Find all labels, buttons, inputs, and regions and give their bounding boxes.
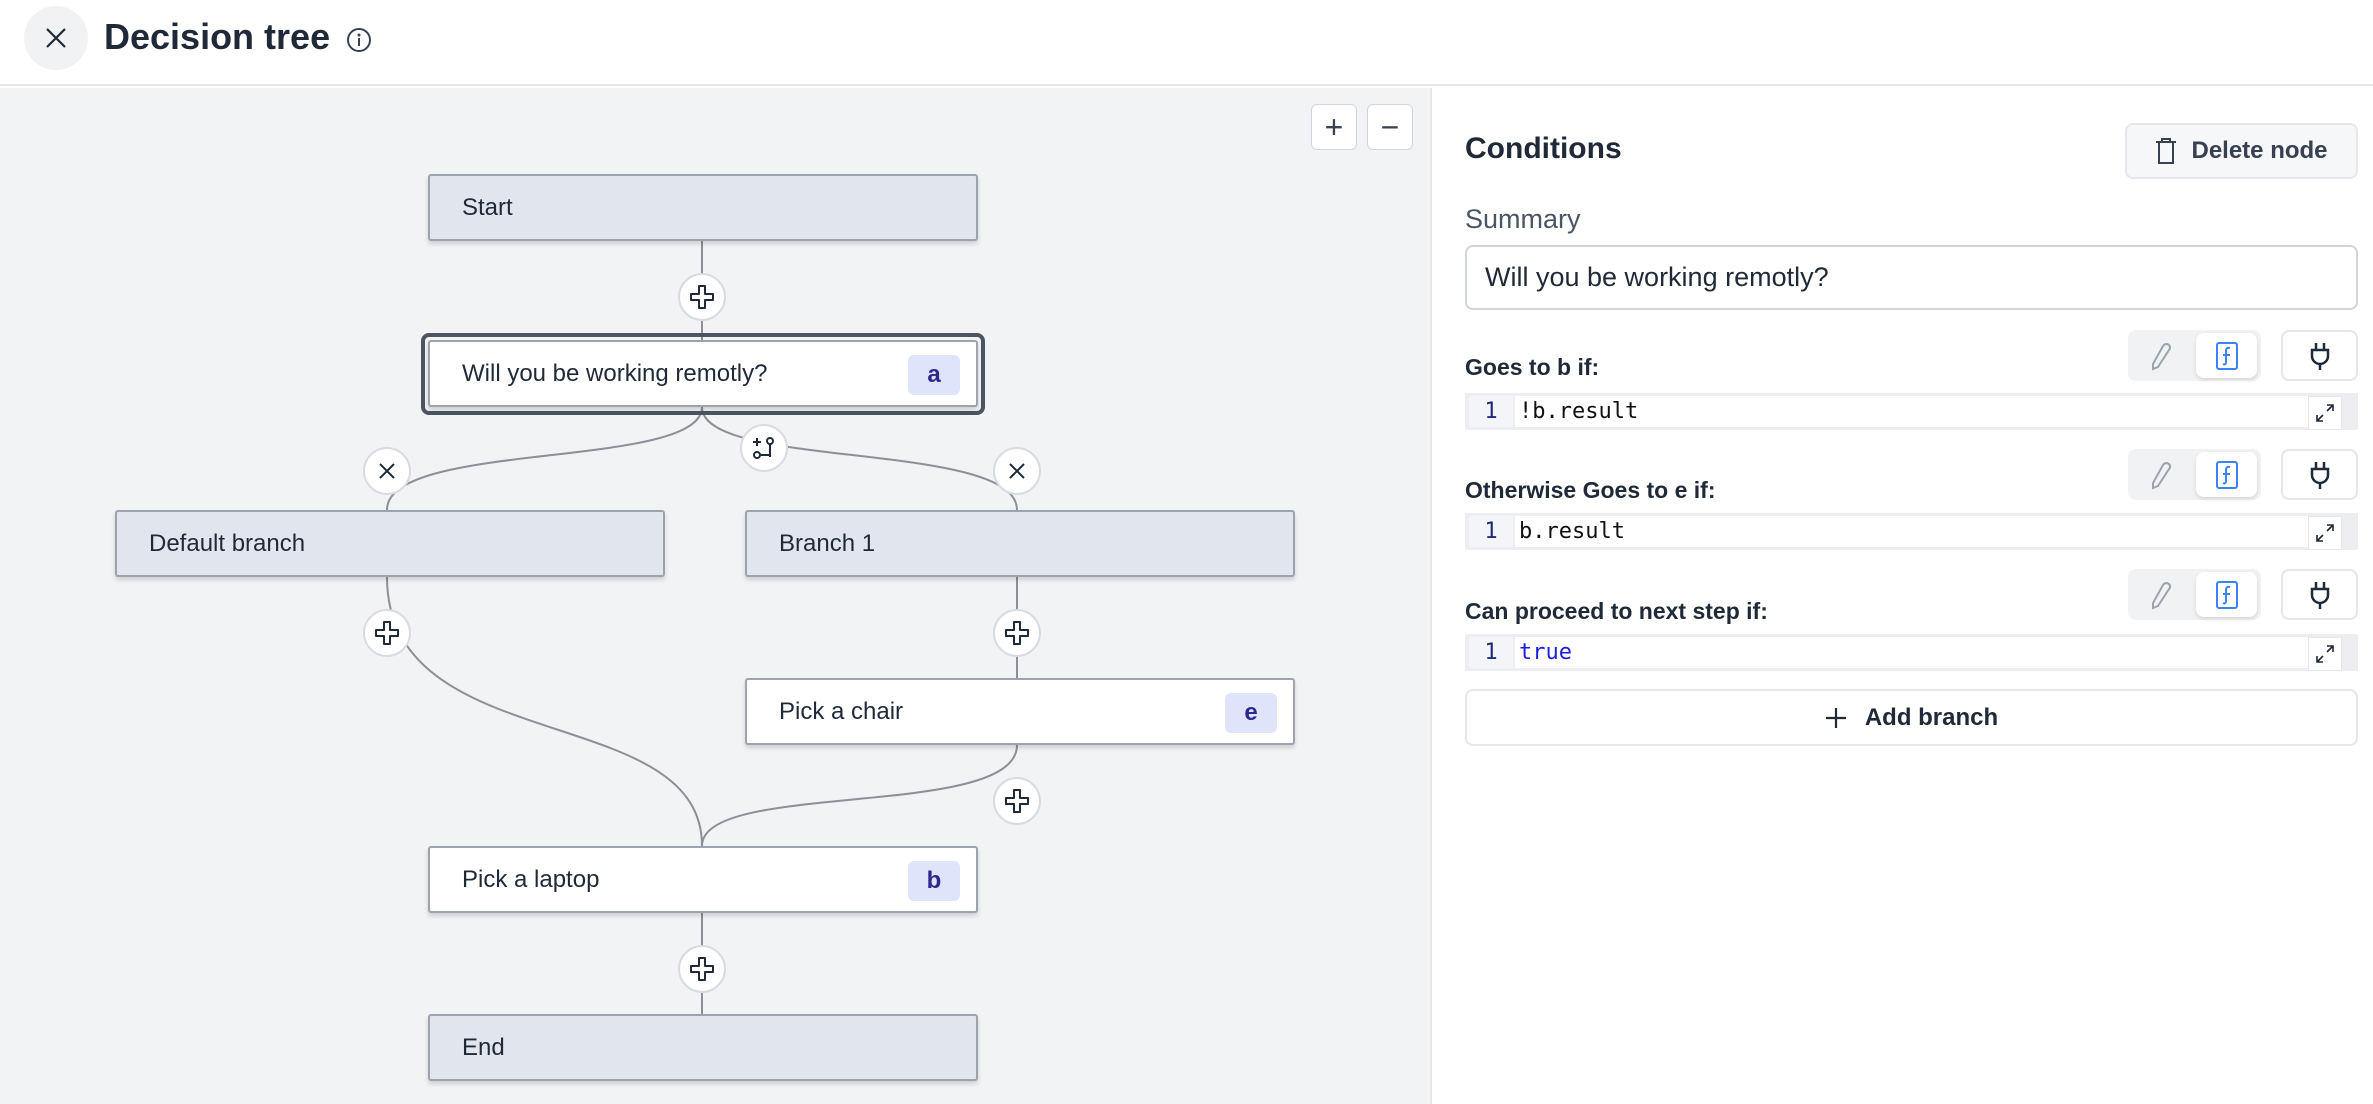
- close-icon: [379, 463, 395, 479]
- edit-mode-button[interactable]: [2132, 334, 2190, 377]
- expand-button[interactable]: [2308, 516, 2342, 550]
- node-label: Pick a laptop: [462, 865, 600, 893]
- summary-label: Summary: [1465, 204, 1581, 234]
- plug-icon: [2310, 461, 2329, 489]
- line-number: 1: [1469, 396, 1513, 427]
- node-badge: e: [1225, 693, 1277, 733]
- pencil-icon: [2152, 461, 2172, 489]
- panel-title: Conditions: [1465, 132, 1622, 165]
- add-step-button[interactable]: [678, 945, 726, 993]
- node-label: End: [462, 1033, 505, 1061]
- plus-icon: [1005, 621, 1029, 645]
- conditions-panel: Conditions Delete node Summary Goes to b…: [1434, 88, 2373, 1104]
- pencil-icon: [2152, 581, 2172, 609]
- node-label: Pick a chair: [779, 697, 904, 725]
- add-step-button[interactable]: [993, 777, 1041, 825]
- code-text[interactable]: true: [1515, 637, 2338, 668]
- connect-button[interactable]: [2281, 569, 2358, 620]
- info-icon[interactable]: [346, 27, 372, 53]
- plug-icon: [2310, 342, 2329, 370]
- node-pick-laptop[interactable]: Pick a laptop b: [428, 846, 978, 913]
- function-icon: [2215, 460, 2238, 489]
- add-step-button[interactable]: [993, 609, 1041, 657]
- plus-icon: [690, 285, 714, 309]
- expand-icon: [2316, 645, 2334, 663]
- node-label: Branch 1: [779, 529, 876, 557]
- expand-icon: [2316, 404, 2334, 422]
- node-badge: b: [908, 861, 960, 901]
- plus-icon: [1005, 789, 1029, 813]
- code-editor[interactable]: 1!b.result: [1465, 393, 2358, 430]
- condition-label: Otherwise Goes to e if:: [1465, 477, 1716, 503]
- function-icon: [2215, 580, 2238, 609]
- flow-canvas[interactable]: + − Start Will you be working remotly?a …: [0, 88, 1432, 1104]
- remove-branch-button[interactable]: [993, 447, 1041, 495]
- edit-mode-button[interactable]: [2132, 573, 2190, 616]
- delete-node-label: Delete node: [2191, 137, 2328, 164]
- mode-toggle: [2128, 330, 2261, 381]
- plug-icon: [2310, 581, 2329, 609]
- pencil-icon: [2152, 342, 2172, 370]
- close-button[interactable]: [24, 6, 88, 70]
- header: Decision tree: [0, 0, 2373, 86]
- node-start[interactable]: Start: [428, 174, 978, 241]
- line-number: 1: [1469, 516, 1513, 547]
- node-label: Will you be working remotly?: [462, 359, 768, 387]
- add-step-button[interactable]: [678, 273, 726, 321]
- edge-chair-laptop: [701, 744, 1018, 847]
- line-number: 1: [1469, 637, 1513, 668]
- condition-label: Goes to b if:: [1465, 354, 1600, 380]
- add-branch-node-button[interactable]: [740, 424, 788, 472]
- zoom-out-button[interactable]: −: [1367, 104, 1413, 150]
- plus-icon: [375, 621, 399, 645]
- connect-button[interactable]: [2281, 330, 2358, 381]
- node-label: Start: [462, 193, 513, 221]
- node-end[interactable]: End: [428, 1014, 978, 1081]
- formula-mode-button[interactable]: [2196, 572, 2257, 617]
- zoom-in-button[interactable]: +: [1311, 104, 1357, 150]
- expand-button[interactable]: [2308, 637, 2342, 671]
- formula-mode-button[interactable]: [2196, 452, 2257, 497]
- close-icon: [46, 28, 66, 48]
- summary-input[interactable]: [1465, 245, 2358, 310]
- node-pick-chair[interactable]: Pick a chair e: [745, 678, 1295, 745]
- plus-icon: [1825, 707, 1846, 728]
- node-default-branch[interactable]: Default branch: [115, 510, 665, 577]
- mode-toggle: [2128, 449, 2261, 500]
- add-branch-button[interactable]: Add branch: [1465, 689, 2358, 746]
- remove-branch-button[interactable]: [363, 447, 411, 495]
- code-text[interactable]: !b.result: [1515, 396, 2338, 427]
- delete-node-button[interactable]: Delete node: [2125, 123, 2358, 179]
- function-icon: [2215, 341, 2238, 370]
- branch-icon: [753, 437, 774, 459]
- page-title: Decision tree: [104, 16, 331, 57]
- selection-outline: [421, 333, 985, 415]
- connect-button[interactable]: [2281, 449, 2358, 500]
- add-branch-label: Add branch: [1864, 703, 1999, 731]
- edit-mode-button[interactable]: [2132, 453, 2190, 496]
- close-icon: [1009, 463, 1025, 479]
- condition-label: Can proceed to next step if:: [1465, 598, 1768, 624]
- trash-icon: [2156, 138, 2177, 164]
- code-text[interactable]: b.result: [1515, 516, 2338, 547]
- expand-icon: [2316, 524, 2334, 542]
- mode-toggle: [2128, 569, 2261, 620]
- node-branch-1[interactable]: Branch 1: [745, 510, 1295, 577]
- formula-mode-button[interactable]: [2196, 333, 2257, 378]
- node-question[interactable]: Will you be working remotly? a: [428, 340, 978, 407]
- expand-button[interactable]: [2308, 396, 2342, 430]
- add-step-button[interactable]: [363, 609, 411, 657]
- node-label: Default branch: [149, 529, 306, 557]
- plus-icon: [690, 957, 714, 981]
- node-badge: a: [908, 355, 960, 395]
